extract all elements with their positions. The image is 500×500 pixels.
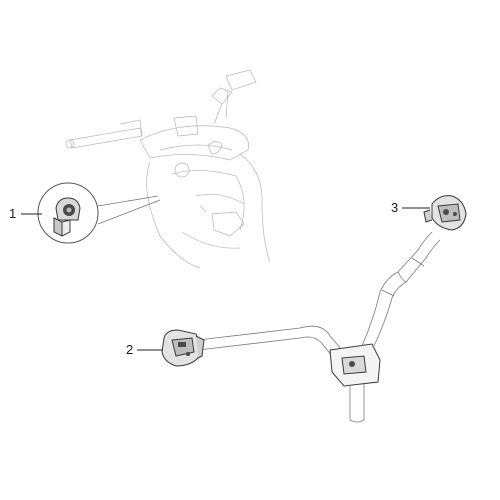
scooter-front-outline bbox=[65, 69, 271, 269]
part-3-right-switch bbox=[423, 195, 467, 231]
callout-1-number: 1 bbox=[9, 206, 17, 221]
callout-3-number: 3 bbox=[391, 200, 399, 215]
callout-2-number: 2 bbox=[126, 342, 134, 357]
part-1-switch-lock-detail bbox=[37, 182, 161, 244]
part-2-left-switch bbox=[161, 329, 205, 367]
handlebar-tube bbox=[197, 231, 441, 423]
